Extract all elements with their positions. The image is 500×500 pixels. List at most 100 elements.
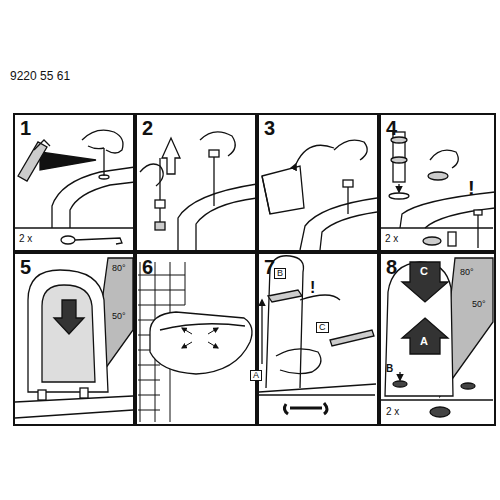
seat-close-step xyxy=(54,300,84,334)
adjust-step xyxy=(330,330,374,346)
cover-step xyxy=(379,258,493,417)
drill-step xyxy=(103,148,104,176)
drill-step xyxy=(70,182,135,228)
step-number: 5 xyxy=(15,254,31,277)
drill-step xyxy=(82,130,123,153)
note-label: 2 x xyxy=(386,407,399,418)
drill-step xyxy=(15,227,133,228)
mounted-seat xyxy=(138,262,252,422)
step-panel: 5 xyxy=(13,252,135,426)
remove-step xyxy=(213,150,214,206)
step-number: 6 xyxy=(137,254,153,277)
mounted-seat xyxy=(182,328,192,334)
adjust-step xyxy=(259,384,376,392)
cover-step xyxy=(402,262,448,302)
fit-step xyxy=(391,157,407,163)
remove-step xyxy=(196,198,257,250)
note-label: ! xyxy=(468,178,475,199)
discard-step xyxy=(262,166,304,214)
fit-step xyxy=(398,184,399,192)
fit-step xyxy=(448,232,456,246)
note-label: 50° xyxy=(472,300,486,309)
step-number: 8 xyxy=(381,254,397,277)
drill-step xyxy=(75,238,122,244)
fit-step xyxy=(428,172,448,180)
drill-step xyxy=(88,146,104,149)
fit-step xyxy=(430,150,458,168)
adjust-step xyxy=(259,394,375,395)
remove-step xyxy=(140,164,163,186)
fit-step xyxy=(379,132,495,248)
step-panel: 6 xyxy=(135,252,257,426)
remove-step xyxy=(200,132,235,156)
cover-step xyxy=(430,407,450,417)
adjust-step xyxy=(268,290,302,302)
note-label: 9220 55 61 xyxy=(10,70,70,83)
remove-step xyxy=(209,150,219,157)
callout-letter: C xyxy=(316,322,329,333)
drill-step xyxy=(15,130,135,244)
seat-close-step xyxy=(15,410,133,418)
remove-step xyxy=(178,184,257,250)
note-label: 2 x xyxy=(19,234,32,245)
step-number: 1 xyxy=(15,115,31,138)
remove-step xyxy=(155,200,165,208)
seat-close-step xyxy=(28,270,108,392)
step-number: 4 xyxy=(381,115,397,138)
mounted-seat xyxy=(160,324,245,330)
fit-step xyxy=(389,193,409,199)
callout-letter: C xyxy=(420,266,428,278)
seat-close-step xyxy=(38,390,46,400)
step-number: 3 xyxy=(259,115,275,138)
note-label: 2 x xyxy=(385,234,398,245)
adjust-step xyxy=(284,403,327,414)
step-panel: 2 xyxy=(135,113,257,252)
note-label: 80° xyxy=(112,264,126,273)
remove-step xyxy=(162,138,180,174)
note-label: B xyxy=(386,364,393,375)
drill-step xyxy=(40,152,96,170)
note-label: 80° xyxy=(460,268,474,277)
cover-step xyxy=(393,381,407,387)
drill-step xyxy=(52,167,135,228)
mounted-seat xyxy=(150,312,252,374)
discard-step xyxy=(343,180,353,187)
step-panel: 8 xyxy=(379,252,496,426)
cover-step xyxy=(385,262,453,396)
adjust-step xyxy=(259,256,376,414)
remove-step xyxy=(159,158,160,228)
cover-step xyxy=(461,383,475,389)
step-number: 7 xyxy=(259,254,275,277)
step-number: 2 xyxy=(137,115,153,138)
drill-step xyxy=(18,142,47,181)
fit-step xyxy=(400,192,495,228)
mounted-seat xyxy=(182,342,192,348)
adjust-step xyxy=(276,349,321,374)
note-label: ! xyxy=(310,280,315,297)
fit-step xyxy=(474,210,482,215)
seat-close-step xyxy=(15,258,133,418)
seat-close-step xyxy=(80,388,88,398)
discard-step xyxy=(262,176,270,214)
cover-step xyxy=(402,318,448,354)
discard-step xyxy=(300,198,377,250)
callout-letter: A xyxy=(250,370,262,381)
fit-step xyxy=(379,227,493,228)
remove-step xyxy=(155,222,165,230)
drill-step xyxy=(34,140,50,150)
seat-close-step xyxy=(42,285,95,382)
step-panel: 4 xyxy=(379,113,496,252)
step-panel: 3 xyxy=(257,113,379,252)
step-panel: 1 xyxy=(13,113,135,252)
discard-step xyxy=(262,140,377,250)
discard-step xyxy=(296,145,334,164)
remove-step xyxy=(140,132,257,250)
adjust-step xyxy=(300,295,340,300)
mounted-seat xyxy=(208,328,218,334)
discard-step xyxy=(320,212,377,250)
fit-step xyxy=(423,237,441,245)
callout-letter: B xyxy=(274,268,286,279)
fit-step xyxy=(425,208,495,228)
discard-step xyxy=(334,140,367,160)
